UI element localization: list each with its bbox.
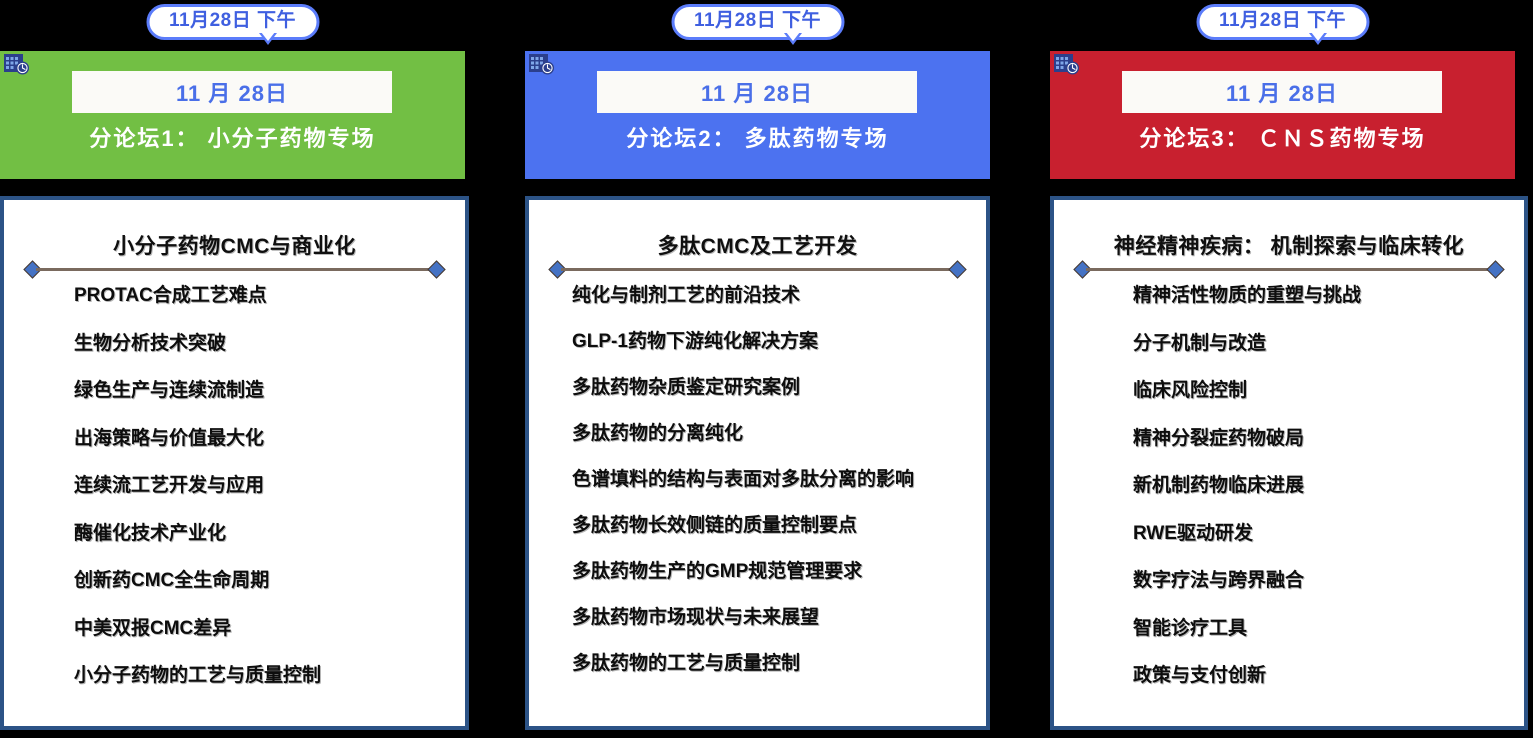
divider-1 xyxy=(23,260,446,279)
list-item: 多肽药物长效侧链的质量控制要点 xyxy=(572,515,858,536)
divider-line-1 xyxy=(36,268,433,271)
bubble-tail-inner-3 xyxy=(1310,32,1325,41)
bubble-tail-inner-1 xyxy=(260,32,275,41)
divider-line-3 xyxy=(1086,268,1492,271)
list-item: RWE驱动研发 xyxy=(1133,522,1253,544)
card-title-1: 小分子药物CMC与商业化 xyxy=(113,235,356,258)
list-item: GLP-1药物下游纯化解决方案 xyxy=(572,331,818,352)
diamond-right-icon-1 xyxy=(427,260,446,279)
list-item: 生物分析技术突破 xyxy=(74,332,227,354)
forum-content-card-2: 多肽CMC及工艺开发 纯化与制剂工艺的前沿技术 GLP-1药物下游纯化解决方案 … xyxy=(525,196,990,730)
calendar-clock-icon xyxy=(1054,54,1079,75)
forum-title-2: 分论坛2： 多肽药物专场 xyxy=(626,126,889,151)
list-item: 智能诊疗工具 xyxy=(1133,617,1248,639)
list-item: 多肽药物生产的GMP规范管理要求 xyxy=(572,561,863,582)
list-item: 创新药CMC全生命周期 xyxy=(74,570,270,591)
date-bubble-wrapper-3: 11月28日 下午 xyxy=(1050,2,1515,48)
divider-line-2 xyxy=(561,268,954,271)
calendar-clock-icon xyxy=(4,54,29,75)
divider-3 xyxy=(1073,260,1505,279)
date-bubble-2: 11月28日 下午 xyxy=(671,4,844,40)
date-bar-1: 11 月 28日 xyxy=(72,71,392,113)
forum-header-1: 11 月 28日 分论坛1： 小分子药物专场 xyxy=(0,51,465,179)
date-bubble-1: 11月28日 下午 xyxy=(146,4,319,40)
list-item: 数字疗法与跨界融合 xyxy=(1133,570,1305,591)
list-item: 精神活性物质的重塑与挑战 xyxy=(1133,285,1362,306)
list-item: 多肽药物杂质鉴定研究案例 xyxy=(572,377,801,398)
forum-title-1: 分论坛1： 小分子药物专场 xyxy=(89,126,376,151)
list-item: 色谱填料的结构与表面对多肽分离的影响 xyxy=(572,469,915,490)
date-bubble-3: 11月28日 下午 xyxy=(1196,4,1369,40)
card-title-3: 神经精神疾病： 机制探索与临床转化 xyxy=(1113,235,1465,258)
list-item: 多肽药物市场现状与未来展望 xyxy=(572,607,820,628)
bubble-tail-inner-2 xyxy=(785,32,800,41)
list-item: 纯化与制剂工艺的前沿技术 xyxy=(572,285,801,306)
list-item: 小分子药物的工艺与质量控制 xyxy=(74,665,322,686)
date-bar-2: 11 月 28日 xyxy=(597,71,917,113)
forum-content-card-1: 小分子药物CMC与商业化 PROTAC合成工艺难点 生物分析技术突破 绿色生产与… xyxy=(0,196,469,730)
forum-content-card-3: 神经精神疾病： 机制探索与临床转化 精神活性物质的重塑与挑战 分子机制与改造 临… xyxy=(1050,196,1528,730)
forum-column-3: 11月28日 下午 11 月 28日 分论坛3： ＣＮＳ药物专场 xyxy=(1050,0,1528,738)
diamond-right-icon-2 xyxy=(948,260,967,279)
date-bubble-wrapper-2: 11月28日 下午 xyxy=(525,2,990,48)
list-item: 临床风险控制 xyxy=(1133,380,1248,401)
list-item: 政策与支付创新 xyxy=(1133,665,1267,686)
calendar-clock-icon xyxy=(529,54,554,75)
forum-column-1: 11月28日 下午 11 月 28日 分论坛1： 小分子药物专场 xyxy=(0,0,469,738)
list-item: 分子机制与改造 xyxy=(1133,332,1267,354)
list-item: 精神分裂症药物破局 xyxy=(1133,427,1305,449)
diamond-right-icon-3 xyxy=(1486,260,1505,279)
forum-column-2: 11月28日 下午 11 月 28日 分论坛2： 多肽药物专场 xyxy=(525,0,990,738)
card-title-2: 多肽CMC及工艺开发 xyxy=(657,235,858,258)
date-bubble-wrapper-1: 11月28日 下午 xyxy=(0,2,465,48)
topic-list-3: 精神活性物质的重塑与挑战 分子机制与改造 临床风险控制 精神分裂症药物破局 新机… xyxy=(1054,286,1524,714)
topic-list-2: 纯化与制剂工艺的前沿技术 GLP-1药物下游纯化解决方案 多肽药物杂质鉴定研究案… xyxy=(529,286,986,700)
forum-title-3: 分论坛3： ＣＮＳ药物专场 xyxy=(1139,126,1426,151)
date-bar-3: 11 月 28日 xyxy=(1122,71,1442,113)
forum-header-2: 11 月 28日 分论坛2： 多肽药物专场 xyxy=(525,51,990,179)
list-item: PROTAC合成工艺难点 xyxy=(74,285,267,306)
list-item: 出海策略与价值最大化 xyxy=(74,427,265,449)
list-item: 中美双报CMC差异 xyxy=(74,617,232,639)
list-item: 新机制药物临床进展 xyxy=(1133,475,1305,496)
forum-header-3: 11 月 28日 分论坛3： ＣＮＳ药物专场 xyxy=(1050,51,1515,179)
list-item: 多肽药物的分离纯化 xyxy=(572,423,744,444)
divider-2 xyxy=(548,260,967,279)
list-item: 多肽药物的工艺与质量控制 xyxy=(572,653,801,674)
list-item: 绿色生产与连续流制造 xyxy=(74,380,265,401)
list-item: 连续流工艺开发与应用 xyxy=(74,475,265,496)
list-item: 酶催化技术产业化 xyxy=(74,522,227,544)
topic-list-1: PROTAC合成工艺难点 生物分析技术突破 绿色生产与连续流制造 出海策略与价值… xyxy=(4,286,465,714)
